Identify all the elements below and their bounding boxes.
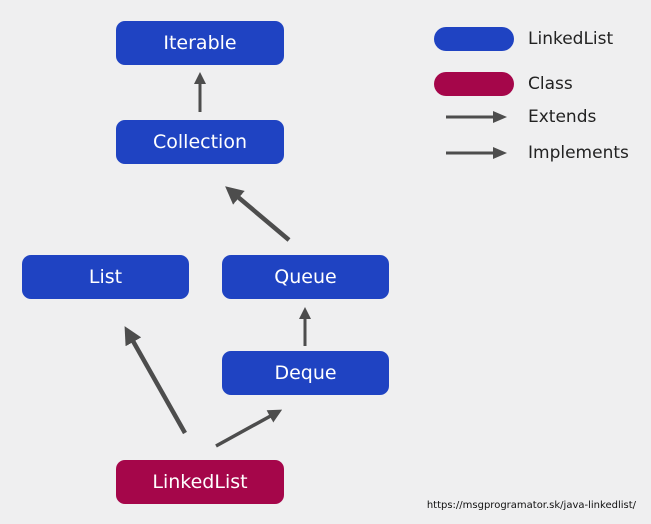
- legend-item-implements: Implements: [445, 143, 629, 163]
- legend-label-implements: Implements: [528, 143, 629, 163]
- arrow-linkedlist-to-list: [124, 326, 187, 435]
- node-collection: Collection: [116, 120, 284, 164]
- arrow-linkedlist-to-deque: [215, 409, 283, 448]
- legend-label-extends: Extends: [528, 107, 597, 127]
- source-url: https://msgprogramator.sk/java-linkedlis…: [426, 500, 636, 511]
- node-deque: Deque: [222, 351, 389, 395]
- legend-label-linkedlist: LinkedList: [528, 29, 614, 49]
- node-iterable: Iterable: [116, 21, 284, 65]
- legend-item-linkedlist: LinkedList: [434, 27, 613, 51]
- legend-swatch-interface: [434, 27, 514, 51]
- legend-item-class: Class: [434, 72, 573, 96]
- legend-swatch-class: [434, 72, 514, 96]
- implements-arrow-icon: [446, 147, 507, 159]
- legend-item-extends: Extends: [445, 107, 596, 127]
- node-list: List: [22, 255, 189, 299]
- node-queue: Queue: [222, 255, 389, 299]
- legend-label-class: Class: [528, 74, 573, 94]
- node-linkedlist: LinkedList: [116, 460, 284, 504]
- extends-arrow-icon: [446, 111, 507, 123]
- arrow-queue-to-collection: [225, 186, 291, 242]
